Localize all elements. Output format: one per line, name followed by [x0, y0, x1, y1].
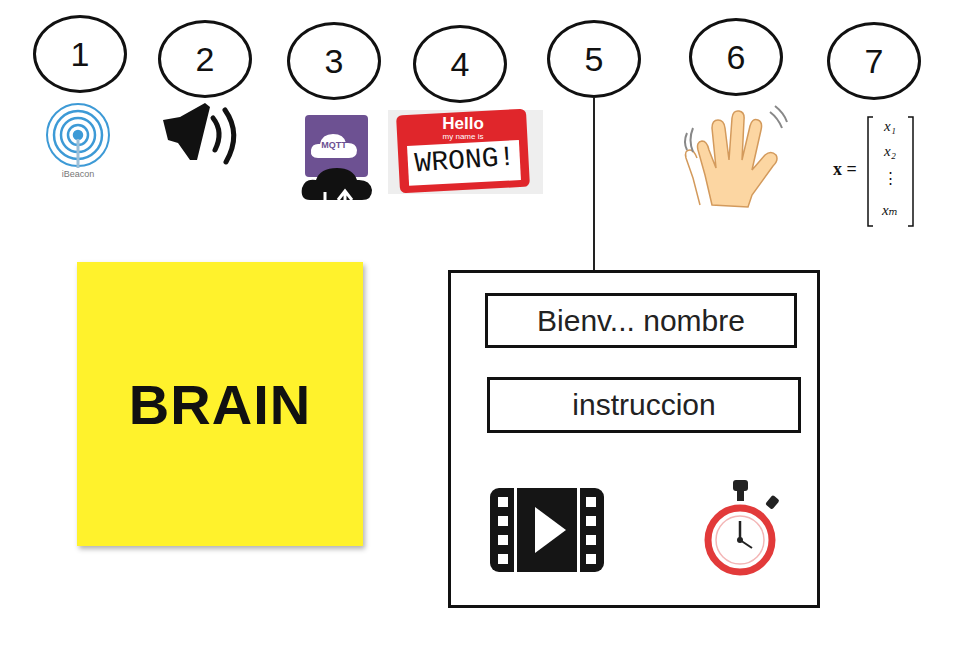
callout-circle: 7: [827, 22, 921, 100]
callout-circle: 2: [158, 20, 252, 98]
name-sticker: [388, 109, 543, 194]
callout-circle: 6: [689, 18, 783, 96]
callout-circle: 5: [547, 20, 641, 98]
node-text: 5: [585, 40, 604, 79]
welcome-field: Bienv... nombre: [485, 293, 797, 348]
sticker-subtitle: my name is: [443, 133, 484, 142]
node-text: 3: [325, 42, 344, 81]
vector-dots: ⋮: [883, 170, 898, 187]
node-text: BRAIN: [129, 372, 311, 437]
node-text: instruccion: [572, 388, 715, 422]
callout-circle: 4: [413, 25, 507, 103]
connector-line: [593, 98, 595, 270]
vector-name: x =: [833, 160, 857, 180]
node-text: 6: [727, 38, 746, 77]
sticker-hello: Hello: [442, 115, 484, 134]
brain-box: BRAIN: [77, 262, 363, 546]
node-text: 7: [865, 42, 884, 81]
ibeacon-label: iBeacon: [62, 170, 95, 180]
screen-panel: Bienv... nombre instruccion: [448, 270, 820, 608]
callout-circle: 3: [287, 22, 381, 100]
node-text: 1: [71, 35, 90, 74]
mqtt-label: MQTT: [321, 141, 347, 151]
node-text: 4: [451, 45, 470, 84]
ibeacon-icon: [47, 104, 109, 168]
stopwatch-icon: [708, 480, 780, 572]
vector-entry: xₘ: [882, 202, 898, 219]
video-icon: [490, 488, 604, 572]
vector-entry: x₂: [884, 143, 896, 160]
mqtt-icon: [302, 115, 372, 216]
callout-circle: 1: [33, 15, 127, 93]
node-text: Bienv... nombre: [537, 304, 745, 338]
vector-brackets: [868, 117, 913, 226]
vector-entry: x₁: [884, 118, 896, 135]
waving-hand-icon: [685, 106, 787, 207]
node-text: 2: [196, 40, 215, 79]
instruction-field: instruccion: [487, 377, 801, 433]
speaker-icon: [163, 103, 234, 162]
